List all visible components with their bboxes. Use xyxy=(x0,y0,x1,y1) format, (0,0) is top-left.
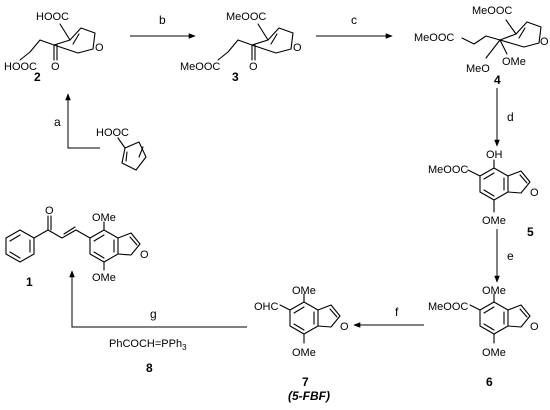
c7-label: (5-FBF) xyxy=(288,389,330,403)
arrow-step-c: c xyxy=(316,13,393,39)
c2-ketone-o: O xyxy=(51,61,60,73)
start-cooh-label: HOOC xyxy=(96,127,129,139)
c1-ketone-o: O xyxy=(45,205,54,217)
c4-ring-o: O xyxy=(540,36,549,48)
c2-cooh-top: HOOC xyxy=(36,11,69,23)
arrow-step-a: a xyxy=(54,93,100,149)
c4-ester-left: MeOOC xyxy=(414,32,454,44)
arrow-step-e: e xyxy=(494,229,514,283)
compound-6: OMe MeOOC O OMe 6 xyxy=(428,285,539,389)
c5-number: 5 xyxy=(527,225,534,239)
c3-ring-o: O xyxy=(293,42,302,54)
c7-cho: OHC xyxy=(254,301,279,313)
c5-ome: OMe xyxy=(482,215,506,227)
c1-ome-bottom: OMe xyxy=(92,272,116,284)
compound-4: MeOOC O MeOOC OMe MeO 4 xyxy=(414,5,549,87)
c2-number: 2 xyxy=(34,70,41,84)
c4-ester-top: MeOOC xyxy=(472,5,512,17)
arrow-step-b: b xyxy=(130,13,196,39)
c6-ring-o: O xyxy=(530,321,539,333)
c4-number: 4 xyxy=(494,73,501,87)
step-b-label: b xyxy=(159,13,166,27)
c3-ester-bottom: MeOOC xyxy=(180,61,220,73)
starting-material-furoic-acid: HOOC xyxy=(96,127,147,171)
compound-3: MeOOC O O MeOOC 3 xyxy=(180,11,302,84)
arrow-step-g: g PhCOCH=PPh3 8 xyxy=(69,270,247,375)
c4-ome-left: MeO xyxy=(466,63,490,75)
c7-ome-top: OMe xyxy=(292,285,316,297)
c3-ester-top: MeOOC xyxy=(226,11,266,23)
c7-number: 7 xyxy=(302,375,309,389)
c1-ring-o: O xyxy=(140,249,149,261)
arrow-step-d: d xyxy=(494,88,514,147)
c6-ester: MeOOC xyxy=(428,301,468,313)
c5-ester: MeOOC xyxy=(428,164,468,176)
c5-ring-o: O xyxy=(530,187,539,199)
c3-number: 3 xyxy=(232,70,239,84)
compound-7: OMe OHC O OMe 7 (5-FBF) xyxy=(254,285,349,403)
compound-2: HOOC O O HOOC 2 xyxy=(4,11,104,84)
c6-ome-bottom: OMe xyxy=(482,347,506,359)
compound-1: O OMe O OMe 1 xyxy=(5,205,149,289)
compound-5: OH MeOOC O OMe 5 xyxy=(428,149,539,239)
c7-ome-bottom: OMe xyxy=(292,347,316,359)
c5-oh: OH xyxy=(486,149,503,161)
c7-ring-o: O xyxy=(340,321,349,333)
c1-number: 1 xyxy=(26,275,33,289)
c1-ome-top: OMe xyxy=(92,212,116,224)
c6-number: 6 xyxy=(486,375,493,389)
arrow-step-f: f xyxy=(353,305,424,328)
step-g-reagent-number: 8 xyxy=(146,361,153,375)
step-c-label: c xyxy=(351,13,357,27)
c4-ome-right: OMe xyxy=(502,56,526,68)
step-f-label: f xyxy=(395,305,399,319)
c2-ring-o: O xyxy=(95,42,104,54)
step-a-label: a xyxy=(54,115,61,129)
step-e-label: e xyxy=(507,249,514,263)
step-g-reagent: PhCOCH=PPh3 xyxy=(109,338,187,352)
c2-cooh-bottom: HOOC xyxy=(4,61,37,73)
c6-ome-top: OMe xyxy=(482,285,506,297)
step-g-label: g xyxy=(150,307,157,321)
c3-ketone-o: O xyxy=(249,61,258,73)
step-d-label: d xyxy=(507,110,514,124)
